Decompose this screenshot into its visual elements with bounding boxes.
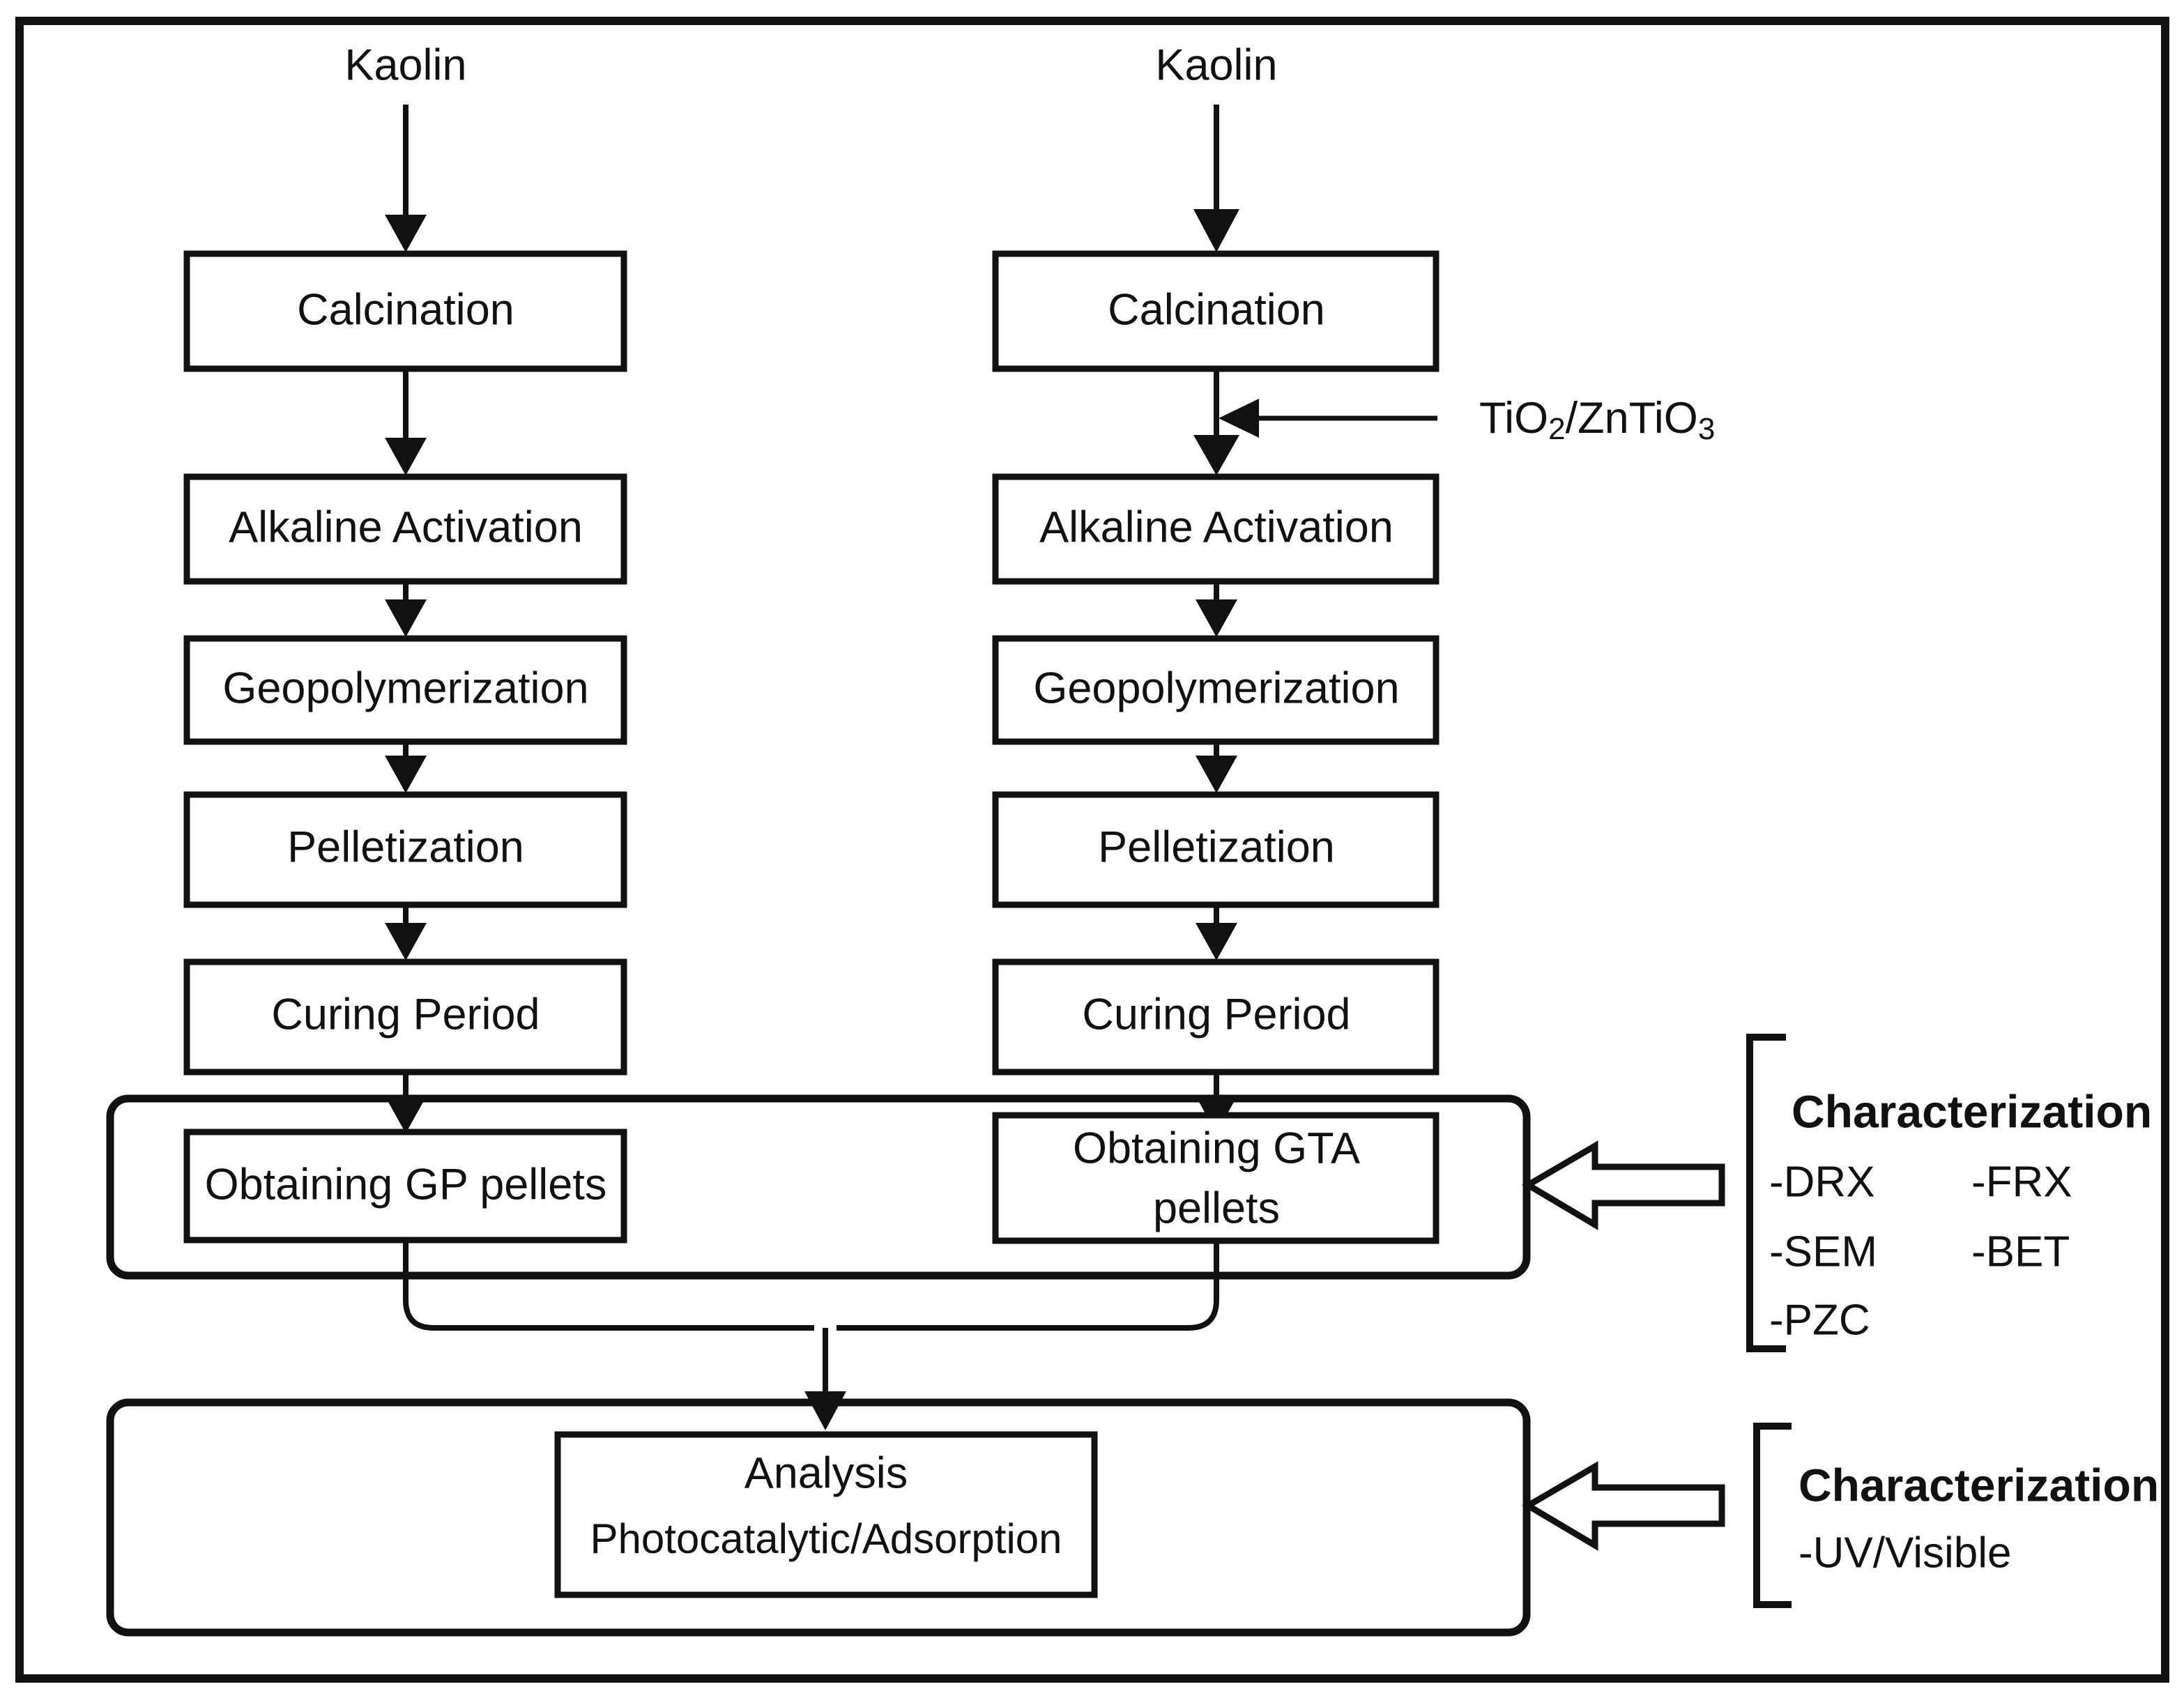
analysis-label-line2: Photocatalytic/Adsorption <box>590 1515 1062 1562</box>
connector-merge-left-branch <box>403 1240 814 1331</box>
arrowhead-right-step5 <box>1196 923 1237 961</box>
arrowhead-reagent-feed <box>1219 399 1259 438</box>
characterization-item-bet: -BET <box>1971 1227 2070 1276</box>
characterization-item-pzc: -PZC <box>1769 1296 1870 1344</box>
reagent-formula-part1: TiO <box>1479 394 1548 443</box>
characterization-item-frx: -FRX <box>1971 1158 2072 1206</box>
step-box-right-alkaline-activation[interactable] <box>992 473 1440 585</box>
step-label-left-calcination: Calcination <box>297 286 514 335</box>
product-label-gp-pellets: Obtaining GP pellets <box>205 1161 607 1209</box>
arrowhead-analysis <box>804 1391 846 1430</box>
step-label-left-alkaline-activation: Alkaline Activation <box>229 503 583 552</box>
step-label-right-calcination: Calcination <box>1108 286 1325 335</box>
product-box-gta-pellets[interactable] <box>992 1112 1440 1244</box>
product-label-gta-pellets-line2: pellets <box>1153 1184 1280 1233</box>
step-box-left-geopolymerization[interactable] <box>183 635 627 745</box>
analysis-label-line1: Analysis <box>744 1449 908 1498</box>
step-label-right-alkaline-activation: Alkaline Activation <box>1039 503 1393 552</box>
step-box-left-calcination[interactable] <box>183 250 627 372</box>
arrowhead-left-step4 <box>385 756 427 793</box>
characterization-item-uv-visible: -UV/Visible <box>1799 1529 2012 1577</box>
arrowhead-right-step2 <box>1193 435 1239 475</box>
step-label-left-geopolymerization: Geopolymerization <box>222 664 588 713</box>
product-box-gp-pellets[interactable] <box>183 1129 627 1244</box>
arrowhead-left-source <box>385 215 427 252</box>
characterization-title-top: Characterization <box>1792 1085 2152 1137</box>
step-label-left-pelletization: Pelletization <box>287 823 524 872</box>
callout-arrow-top <box>1522 1140 1725 1230</box>
analysis-box[interactable] <box>554 1431 1098 1598</box>
characterization-title-bottom: Characterization <box>1799 1459 2159 1510</box>
analysis-group-container <box>106 1398 1531 1637</box>
arrowhead-left-step5 <box>385 923 427 961</box>
reagent-label: TiO2/ZnTiO3 <box>1479 394 1715 446</box>
step-box-left-pelletization[interactable] <box>183 791 627 908</box>
step-label-right-curing-period: Curing Period <box>1082 990 1350 1039</box>
step-box-left-alkaline-activation[interactable] <box>183 473 627 585</box>
characterization-bracket-bottom <box>1753 1423 1792 1608</box>
source-label-left: Kaolin <box>344 41 466 90</box>
step-label-left-curing-period: Curing Period <box>271 990 540 1039</box>
arrowhead-right-step3 <box>1196 599 1237 637</box>
callout-arrow-bottom <box>1522 1461 1725 1551</box>
source-label-right: Kaolin <box>1155 41 1277 90</box>
arrowhead-left-step3 <box>385 599 427 637</box>
figure-border <box>15 17 2169 1683</box>
characterization-bracket-top <box>1746 1034 1786 1352</box>
reagent-formula-sub1: 2 <box>1548 412 1565 446</box>
product-label-gta-pellets-line1: Obtaining GTA <box>1073 1124 1360 1173</box>
connector-merge-right-branch <box>837 1241 1219 1331</box>
arrowhead-left-step2 <box>385 438 427 475</box>
arrowhead-right-source <box>1193 209 1239 252</box>
arrowhead-left-product <box>385 1096 427 1133</box>
step-label-right-pelletization: Pelletization <box>1098 823 1335 872</box>
characterization-item-drx: -DRX <box>1769 1158 1875 1206</box>
characterization-item-sem: -SEM <box>1769 1227 1877 1276</box>
arrowhead-right-step4 <box>1196 756 1237 793</box>
reagent-formula-part2: /ZnTiO <box>1566 394 1698 443</box>
step-box-right-calcination[interactable] <box>992 250 1440 372</box>
reagent-formula-sub2: 3 <box>1698 412 1715 446</box>
step-label-right-geopolymerization: Geopolymerization <box>1033 664 1399 713</box>
step-box-left-curing-period[interactable] <box>183 958 627 1076</box>
